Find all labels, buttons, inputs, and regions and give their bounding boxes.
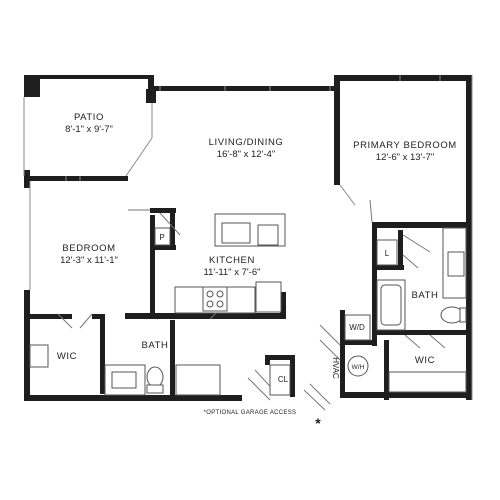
hvac-label: HVAC <box>331 357 340 379</box>
bedroom-label: BEDROOM <box>62 243 115 254</box>
thin-lines <box>23 75 473 400</box>
sink-icon-primary <box>447 251 465 277</box>
water-heater-label: W/H <box>352 364 365 371</box>
garage-access-footnote: *OPTIONAL GARAGE ACCESS <box>204 410 297 416</box>
sink-icon-left <box>111 371 137 389</box>
living-dining-label: LIVING/DINING <box>209 137 284 148</box>
wic-left-label: WIC <box>57 351 77 362</box>
wic-shelf-right <box>388 371 467 393</box>
range-icon <box>202 286 228 312</box>
closet-label: CL <box>278 375 289 384</box>
living-dining-dim: 16'-8" x 12'-4" <box>217 149 275 160</box>
primary-bedroom-label: PRIMARY BEDROOM <box>353 140 457 151</box>
kitchen-dim: 11'-11" x 7'-6" <box>203 267 260 278</box>
linen-label: L <box>385 249 390 258</box>
washer-dryer-label: W/D <box>349 323 365 332</box>
dishwasher <box>257 224 279 246</box>
primary-bath-label: BATH <box>411 290 438 301</box>
patio-dim: 8'-1" x 9'-7" <box>65 124 113 135</box>
second-bath-label: BATH <box>141 340 168 351</box>
water-heater <box>347 355 369 377</box>
tub-left <box>175 364 221 396</box>
primary-bedroom-dim: 12'-6" x 13'-7" <box>376 152 434 163</box>
garage-access-marker: * <box>315 415 321 431</box>
fixtures <box>29 213 467 396</box>
refrigerator <box>255 281 282 313</box>
patio-label: PATIO <box>74 112 104 123</box>
wic-right-label: WIC <box>415 355 435 366</box>
kitchen-label: KITCHEN <box>209 255 255 266</box>
bedroom-dim: 12'-3" x 11'-1" <box>60 255 118 266</box>
toilet-icon-left <box>146 366 164 388</box>
washer-dryer <box>344 314 371 341</box>
pantry-label: P <box>159 233 164 242</box>
wic-shelf-left <box>29 344 49 368</box>
kitchen-sink-icon <box>221 222 251 244</box>
walls <box>24 75 472 401</box>
